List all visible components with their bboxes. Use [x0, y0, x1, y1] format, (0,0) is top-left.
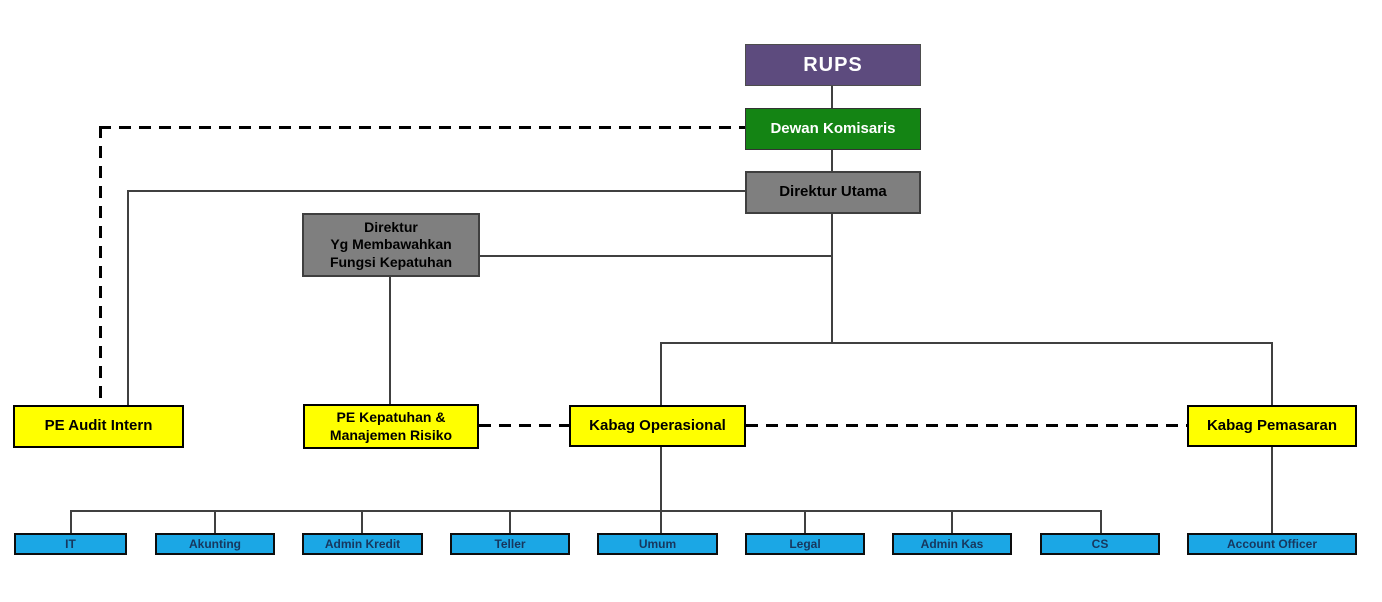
node-legal: Legal	[745, 533, 865, 555]
node-account-officer: Account Officer	[1187, 533, 1357, 555]
edge-dashed-dewan-komisaris-pe-audit	[99, 126, 102, 405]
edge-drop-teller	[509, 510, 511, 533]
node-umum: Umum	[597, 533, 718, 555]
edge-rups-dewan-komisaris	[831, 86, 833, 108]
edge-direktur-kepatuhan-pe-kepatuhan	[389, 277, 391, 404]
edge-dashed-kabag-operasional-kabag-pemasaran	[746, 424, 1187, 427]
edge-dewan-komisaris-direktur-utama	[831, 150, 833, 171]
edge-branch-kabag-pemasaran	[1271, 342, 1273, 405]
edge-direktur-utama-direktur-kepatuhan	[480, 255, 832, 257]
node-akunting: Akunting	[155, 533, 275, 555]
edge-direktur-utama-pe-audit-h	[127, 190, 745, 192]
edge-drop-cs	[1100, 510, 1102, 533]
node-kabag-pemasaran: Kabag Pemasaran	[1187, 405, 1357, 447]
node-pe-audit-intern: PE Audit Intern	[13, 405, 184, 448]
node-dewan-komisaris: Dewan Komisaris	[745, 108, 921, 150]
node-rups: RUPS	[745, 44, 921, 86]
edge-drop-it	[70, 510, 72, 533]
edge-drop-admin-kredit	[361, 510, 363, 533]
node-direktur-kepatuhan: Direktur Yg Membawahkan Fungsi Kepatuhan	[302, 213, 480, 277]
node-admin-kas: Admin Kas	[892, 533, 1012, 555]
edge-drop-akunting	[214, 510, 216, 533]
node-kabag-operasional: Kabag Operasional	[569, 405, 746, 447]
edge-bottom-row-h	[70, 510, 1102, 512]
edge-drop-legal	[804, 510, 806, 533]
node-direktur-utama: Direktur Utama	[745, 171, 921, 214]
edge-kabag-pemasaran-account-officer	[1271, 447, 1273, 533]
edge-dashed-pe-kepatuhan-kabag-operasional	[479, 424, 569, 427]
edge-direktur-utama-trunk	[831, 214, 833, 344]
edge-branch-kabag-operasional	[660, 342, 662, 405]
edge-direktur-utama-pe-audit-v	[127, 190, 129, 405]
edge-drop-admin-kas	[951, 510, 953, 533]
edge-dashed-dewan-komisaris-h	[99, 126, 745, 129]
edge-kabag-operasional-drop	[660, 447, 662, 533]
edge-kabag-branch-h	[660, 342, 1273, 344]
node-pe-kepatuhan-manajemen-risiko: PE Kepatuhan & Manajemen Risiko	[303, 404, 479, 449]
node-admin-kredit: Admin Kredit	[302, 533, 423, 555]
node-it: IT	[14, 533, 127, 555]
node-teller: Teller	[450, 533, 570, 555]
node-cs: CS	[1040, 533, 1160, 555]
